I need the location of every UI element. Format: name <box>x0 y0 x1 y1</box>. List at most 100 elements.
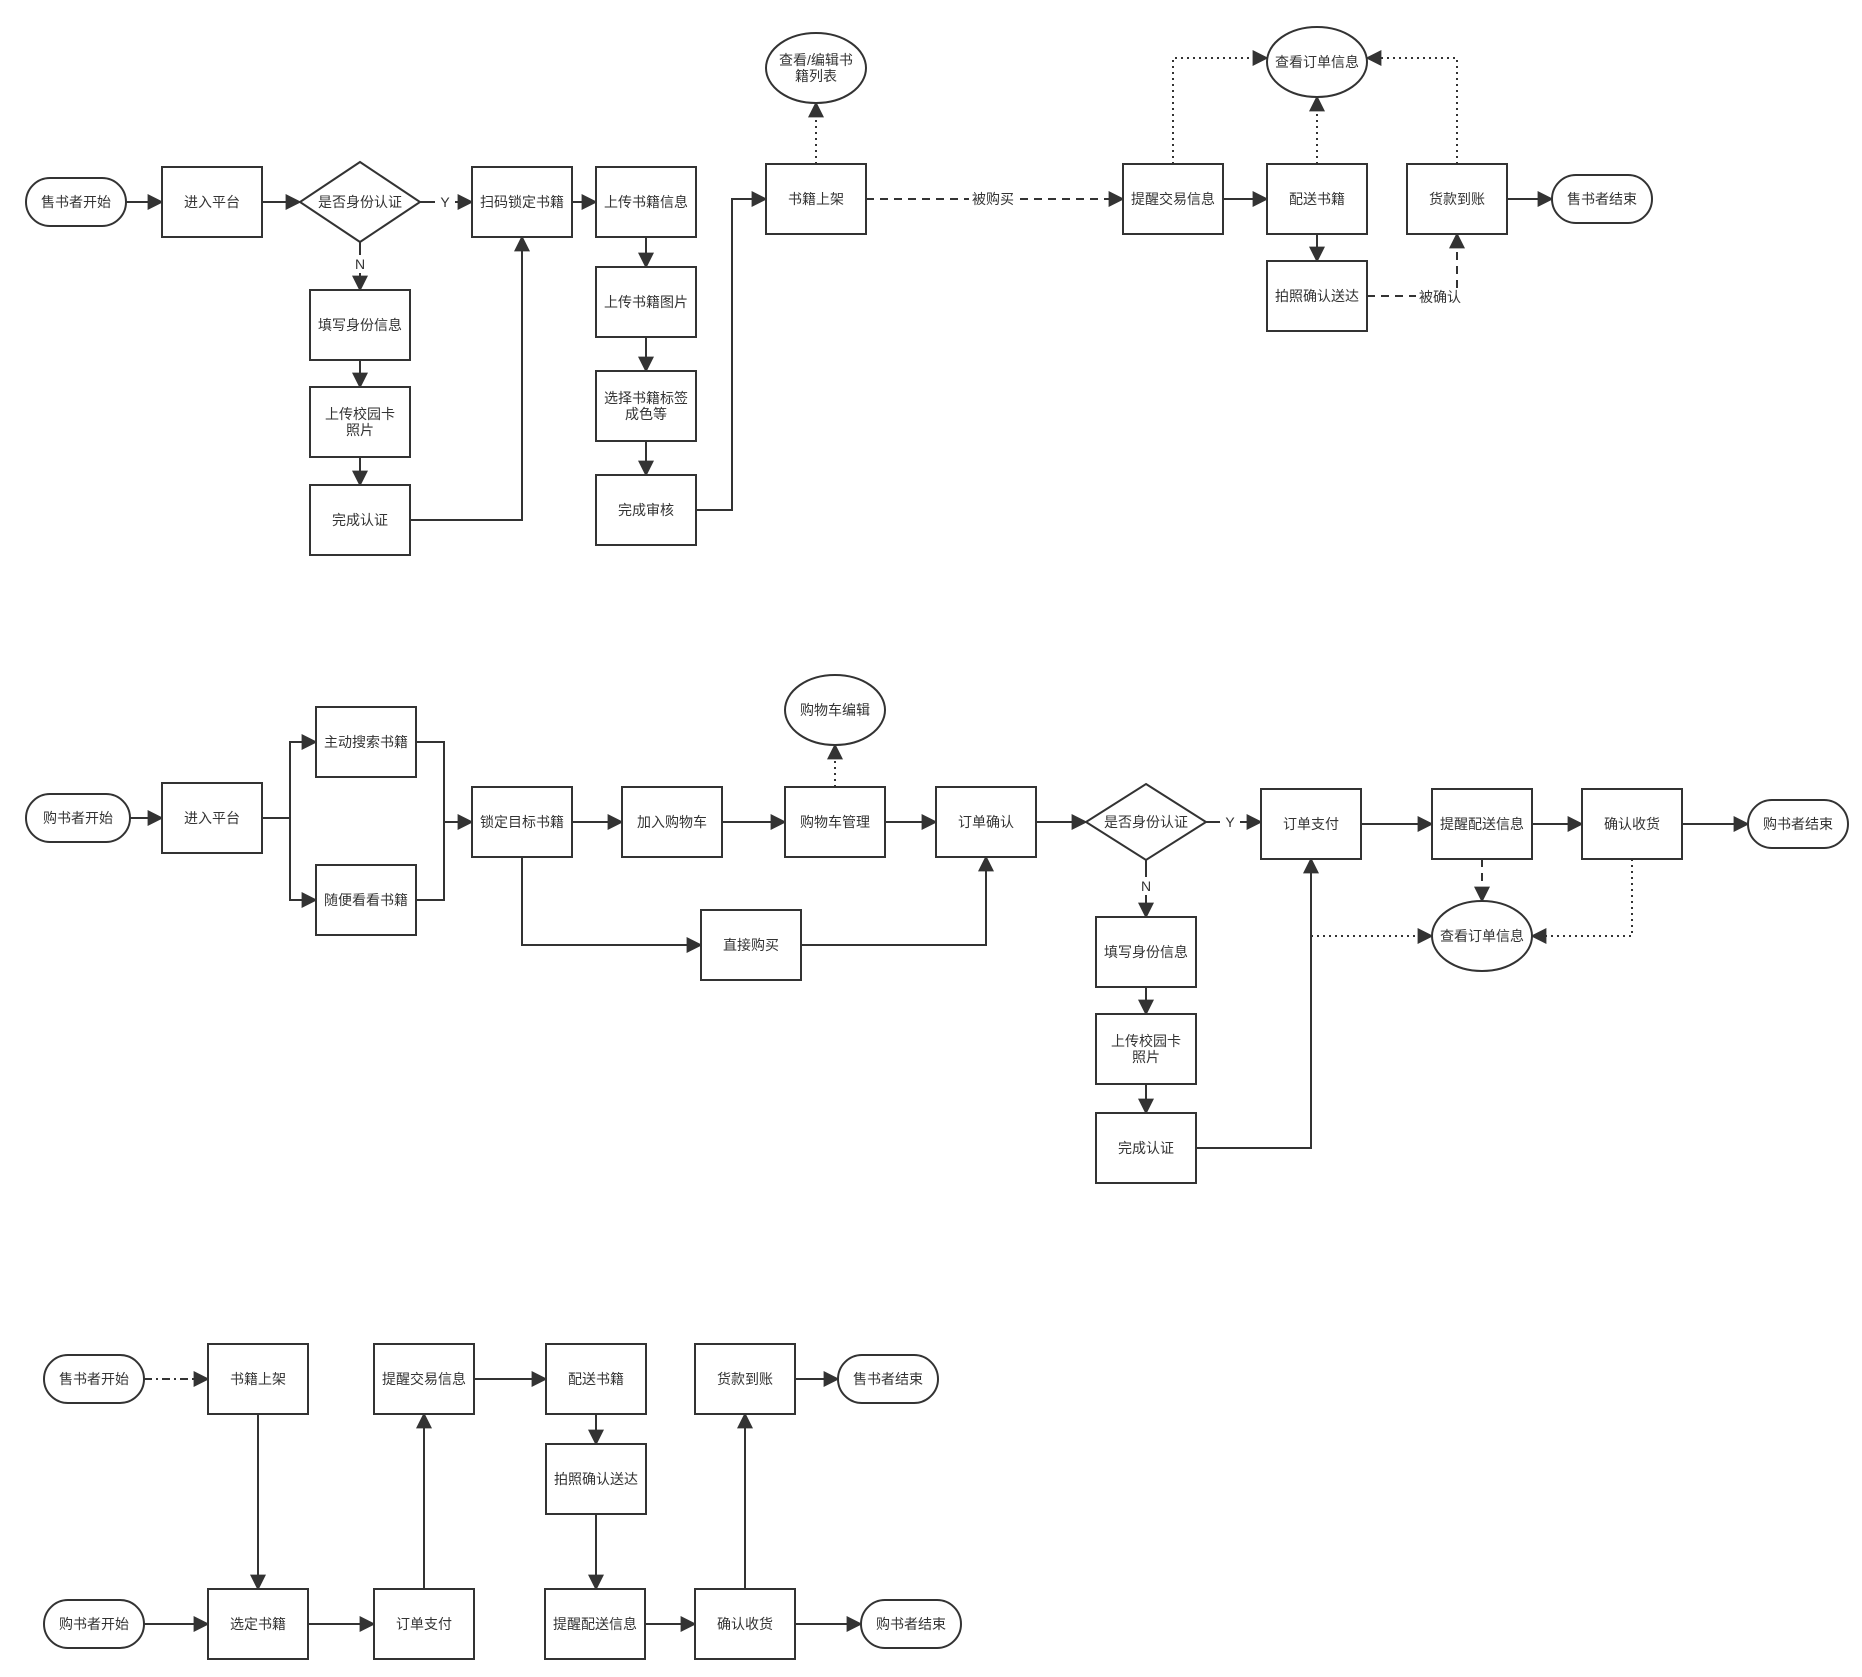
node-label: 售书者开始 <box>41 194 111 210</box>
node-b-browse: 随便看看书籍 <box>315 864 417 936</box>
node-shape <box>207 1343 309 1415</box>
node-b-start: 购书者开始 <box>25 793 131 843</box>
node-label: 完成认证 <box>332 512 388 528</box>
node-shape <box>595 266 697 338</box>
node-label: 提醒配送信息 <box>553 1616 637 1632</box>
edge-label-b-yes: Y <box>1225 814 1235 830</box>
node-s-enter: 进入平台 <box>161 166 263 238</box>
edge-b-direct-confirm <box>801 855 994 946</box>
edge-label-bg <box>969 190 1017 208</box>
node-shape <box>309 289 411 361</box>
node-label: 是否身份认证 <box>1104 814 1188 830</box>
node-s-img: 上传书籍图片 <box>595 266 697 338</box>
node-s-order-info: 查看订单信息 <box>1266 26 1368 98</box>
node-label: 订单确认 <box>958 814 1014 830</box>
node-label: 配送书籍 <box>568 1371 624 1387</box>
node-shape <box>1122 163 1224 235</box>
edge-label-s-bought: 被购买 <box>972 191 1014 207</box>
node-b-auth-q: 是否身份认证 <box>1084 782 1208 862</box>
node-c-s-start: 售书者开始 <box>43 1354 145 1404</box>
edge-s-done-scan <box>410 235 530 521</box>
node-label: 购书者结束 <box>876 1616 946 1632</box>
node-s-remind: 提醒交易信息 <box>1122 163 1224 235</box>
edge-b-fork-browse <box>289 818 318 908</box>
node-c-remind: 提醒交易信息 <box>373 1343 475 1415</box>
node-b-cart-mgr: 购物车管理 <box>784 786 886 858</box>
node-shape <box>1266 26 1368 98</box>
node-s-start: 售书者开始 <box>25 177 127 227</box>
node-s-scan: 扫码锁定书籍 <box>471 166 573 238</box>
node-s-info: 上传书籍信息 <box>595 166 697 238</box>
node-shape <box>595 474 697 546</box>
node-c-b-end: 购书者结束 <box>860 1599 962 1649</box>
node-label: 书籍上架 <box>230 1371 286 1387</box>
node-shape <box>837 1354 939 1404</box>
node-b-cart-edit: 购物车编辑 <box>784 674 886 746</box>
node-label: 锁定目标书籍 <box>480 814 564 830</box>
node-c-shelf: 书籍上架 <box>207 1343 309 1415</box>
node-b-confirm: 订单确认 <box>935 786 1037 858</box>
node-label: 进入平台 <box>184 810 240 826</box>
edge-label-s-confirmed: 被确认 <box>1419 289 1461 305</box>
node-shape <box>25 793 131 843</box>
node-shape <box>25 177 127 227</box>
node-b-receive: 确认收货 <box>1581 788 1683 860</box>
edge-b-lock-direct <box>521 857 703 953</box>
node-b-remind-del: 提醒配送信息 <box>1431 788 1533 860</box>
node-shape <box>1266 163 1368 235</box>
node-shape <box>1747 799 1849 849</box>
node-shape <box>784 674 886 746</box>
node-label: 填写身份信息 <box>318 317 402 333</box>
node-label: 购书者开始 <box>59 1616 129 1632</box>
node-label: 直接购买 <box>723 937 779 953</box>
node-label: 订单支付 <box>396 1616 452 1632</box>
edge-s-pay-orderinfo <box>1365 50 1458 164</box>
node-shape <box>935 786 1037 858</box>
node-label: 进入平台 <box>184 194 240 210</box>
edge-label-bg <box>1136 877 1156 895</box>
node-label: 随便看看书籍 <box>324 892 408 908</box>
node-c-remind-del: 提醒配送信息 <box>544 1588 646 1660</box>
node-s-end: 售书者结束 <box>1551 174 1653 224</box>
node-shape <box>694 1588 796 1660</box>
node-label: 配送书籍 <box>1289 191 1345 207</box>
node-b-cart: 加入购物车 <box>621 786 723 858</box>
node-c-b-start: 购书者开始 <box>43 1599 145 1649</box>
node-label: 拍照确认送达 <box>1275 288 1359 304</box>
node-label: 加入购物车 <box>637 814 707 830</box>
node-shape <box>545 1343 647 1415</box>
edges-layer <box>126 50 1750 1632</box>
node-shape <box>1095 1013 1197 1085</box>
node-shape <box>1406 163 1508 235</box>
node-shape <box>43 1599 145 1649</box>
node-b-search: 主动搜索书籍 <box>315 706 417 778</box>
node-shape <box>1260 788 1362 860</box>
node-label: 照片 <box>1132 1049 1160 1065</box>
node-label: 完成审核 <box>618 502 674 518</box>
node-shape <box>315 706 417 778</box>
node-shape <box>860 1599 962 1649</box>
node-label: 确认收货 <box>1604 816 1660 832</box>
node-label: 售书者结束 <box>853 1371 923 1387</box>
node-shape <box>161 166 263 238</box>
node-label: 上传校园卡 <box>325 406 395 422</box>
edge-b-fork-search <box>289 734 318 818</box>
node-c-pay-arrive: 货款到账 <box>694 1343 796 1415</box>
node-c-order-pay: 订单支付 <box>373 1588 475 1660</box>
node-b-direct: 直接购买 <box>700 909 802 981</box>
edge-b-done-pay <box>1196 857 1319 1149</box>
node-shape <box>471 786 573 858</box>
node-label: 拍照确认送达 <box>554 1471 638 1487</box>
node-shape <box>315 864 417 936</box>
node-shape <box>309 386 411 458</box>
nodes-layer: 售书者开始进入平台是否身份认证填写身份信息上传校园卡照片完成认证扫码锁定书籍上传… <box>25 26 1849 1660</box>
edge-b-receive-orderinfo <box>1530 859 1633 944</box>
node-label: 成色等 <box>625 406 667 422</box>
edge-label-bg <box>350 255 370 273</box>
node-c-deliver: 配送书籍 <box>545 1343 647 1415</box>
node-shape <box>373 1588 475 1660</box>
node-s-shelf: 书籍上架 <box>765 163 867 235</box>
